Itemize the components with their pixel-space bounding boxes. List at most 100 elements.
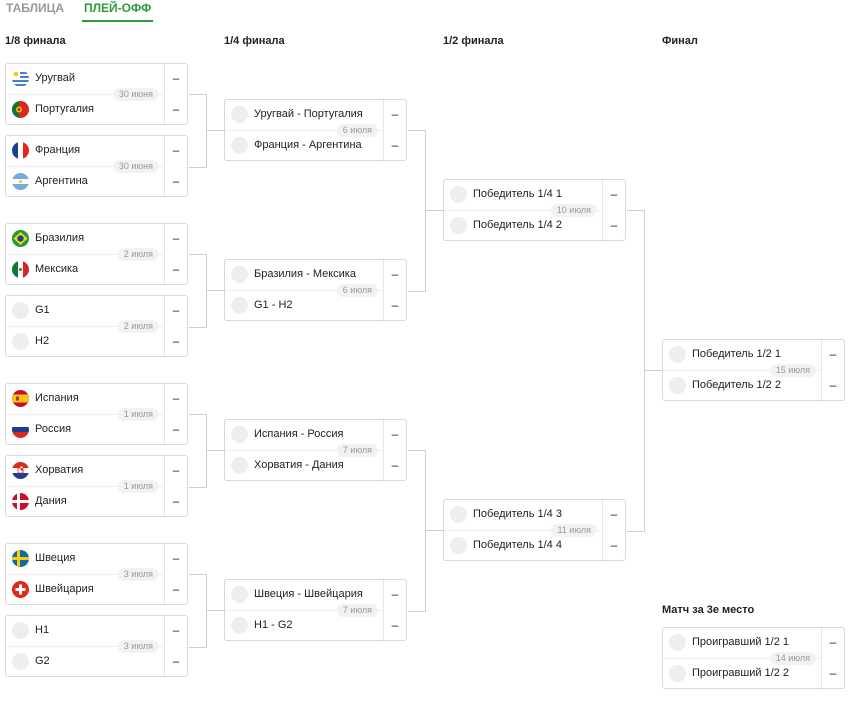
placeholder-icon: [231, 426, 248, 443]
placeholder-icon: [231, 266, 248, 283]
score: –: [164, 327, 187, 358]
third-place-title: Матч за 3е место: [662, 604, 755, 616]
team-row-away[interactable]: Хорватия - Дания –: [225, 451, 406, 482]
match-date: 11 июля: [551, 524, 597, 537]
team-row-home[interactable]: Испания - Россия –: [225, 420, 406, 451]
bracket-connector: [206, 290, 224, 291]
match-qf-3[interactable]: Испания - Россия – Хорватия - Дания – 7 …: [224, 419, 407, 482]
placeholder-icon: [231, 297, 248, 314]
team-row-home[interactable]: Швеция –: [6, 544, 187, 575]
match-divider: [444, 530, 603, 531]
match-r16-6[interactable]: Хорватия – Дания – 1 июля: [5, 455, 188, 518]
match-qf-2[interactable]: Бразилия - Мексика – G1 - H2 – 6 июля: [224, 259, 407, 322]
team-row-away[interactable]: Проигравший 1/2 2 –: [663, 659, 844, 690]
team-row-home[interactable]: H1 –: [6, 616, 187, 647]
round-title-r16: 1/8 финала: [5, 35, 66, 47]
match-date: 2 июля: [117, 320, 159, 333]
team-row-away[interactable]: Победитель 1/2 2 –: [663, 371, 844, 402]
team-row-away[interactable]: Победитель 1/4 2 –: [444, 211, 625, 242]
team-row-away[interactable]: Дания –: [6, 487, 187, 518]
team-row-away[interactable]: Швейцария –: [6, 575, 187, 606]
tab-table[interactable]: ТАБЛИЦА: [6, 1, 65, 15]
team-row-home[interactable]: Хорватия –: [6, 456, 187, 487]
team-row-away[interactable]: Победитель 1/4 4 –: [444, 531, 625, 562]
team-row-away[interactable]: Франция - Аргентина –: [225, 131, 406, 162]
match-date: 30 июня: [112, 160, 159, 173]
match-r16-8[interactable]: H1 – G2 – 3 июля: [5, 615, 188, 678]
team-row-home[interactable]: Уругвай - Португалия –: [225, 100, 406, 131]
team-row-home[interactable]: Проигравший 1/2 1 –: [663, 628, 844, 659]
tab-playoff[interactable]: ПЛЕЙ-ОФФ: [82, 0, 154, 22]
round-title-final: Финал: [662, 35, 698, 47]
score: –: [164, 415, 187, 446]
placeholder-icon: [12, 653, 29, 670]
flag-croatia-icon: [12, 462, 29, 479]
placeholder-icon: [669, 377, 686, 394]
match-sf-2[interactable]: Победитель 1/4 3 – Победитель 1/4 4 – 11…: [443, 499, 626, 562]
team-row-away[interactable]: G2 –: [6, 647, 187, 678]
team-name: Бразилия: [35, 232, 85, 244]
team-name: Уругвай - Португалия: [254, 108, 363, 120]
match-final[interactable]: Победитель 1/2 1 – Победитель 1/2 2 – 15…: [662, 339, 845, 402]
match-divider: [444, 210, 603, 211]
team-name: Победитель 1/4 3: [473, 508, 562, 520]
score: –: [821, 371, 844, 402]
match-r16-5[interactable]: Испания – Россия – 1 июля: [5, 383, 188, 446]
match-date: 3 июля: [117, 568, 159, 581]
team-row-home[interactable]: Победитель 1/2 1 –: [663, 340, 844, 371]
match-r16-3[interactable]: Бразилия – Мексика – 2 июля: [5, 223, 188, 286]
match-sf-1[interactable]: Победитель 1/4 1 – Победитель 1/4 2 – 10…: [443, 179, 626, 242]
round-title-qf: 1/4 финала: [224, 35, 285, 47]
team-name: Аргентина: [35, 175, 88, 187]
placeholder-icon: [450, 537, 467, 554]
match-date: 1 июля: [117, 480, 159, 493]
score: –: [164, 224, 187, 255]
match-r16-4[interactable]: G1 – H2 – 2 июля: [5, 295, 188, 358]
team-name: G2: [35, 655, 50, 667]
score: –: [821, 628, 844, 659]
team-row-away[interactable]: Аргентина –: [6, 167, 187, 198]
team-row-away[interactable]: Мексика –: [6, 255, 187, 286]
match-date: 6 июля: [336, 124, 378, 137]
placeholder-icon: [669, 665, 686, 682]
team-row-home[interactable]: Победитель 1/4 1 –: [444, 180, 625, 211]
match-third-place[interactable]: Проигравший 1/2 1 – Проигравший 1/2 2 – …: [662, 627, 845, 690]
team-row-away[interactable]: H1 - G2 –: [225, 611, 406, 642]
team-row-home[interactable]: Уругвай –: [6, 64, 187, 95]
team-name: G1: [35, 304, 50, 316]
team-name: Швейцария: [35, 583, 94, 595]
team-row-home[interactable]: Испания –: [6, 384, 187, 415]
score: –: [383, 580, 406, 611]
team-row-away[interactable]: H2 –: [6, 327, 187, 358]
match-qf-1[interactable]: Уругвай - Португалия – Франция - Аргенти…: [224, 99, 407, 162]
team-row-home[interactable]: Бразилия –: [6, 224, 187, 255]
team-row-home[interactable]: Бразилия - Мексика –: [225, 260, 406, 291]
team-row-home[interactable]: Франция –: [6, 136, 187, 167]
placeholder-icon: [231, 106, 248, 123]
flag-france-icon: [12, 142, 29, 159]
match-r16-2[interactable]: Франция – Аргентина – 30 июня: [5, 135, 188, 198]
team-row-away[interactable]: G1 - H2 –: [225, 291, 406, 322]
placeholder-icon: [12, 622, 29, 639]
match-r16-1[interactable]: Уругвай – Португалия – 30 июня: [5, 63, 188, 126]
bracket-connector: [425, 210, 443, 211]
bracket-connector: [189, 94, 207, 168]
team-row-away[interactable]: Португалия –: [6, 95, 187, 126]
team-name: Швеция: [35, 552, 76, 564]
placeholder-icon: [450, 217, 467, 234]
placeholder-icon: [231, 586, 248, 603]
match-r16-7[interactable]: Швеция – Швейцария – 3 июля: [5, 543, 188, 606]
match-divider: [6, 414, 165, 415]
flag-portugal-icon: [12, 101, 29, 118]
match-divider: [6, 254, 165, 255]
team-row-home[interactable]: G1 –: [6, 296, 187, 327]
team-name: G1 - H2: [254, 299, 293, 311]
team-row-home[interactable]: Швеция - Швейцария –: [225, 580, 406, 611]
match-date: 2 июля: [117, 248, 159, 261]
match-qf-4[interactable]: Швеция - Швейцария – H1 - G2 – 7 июля: [224, 579, 407, 642]
team-name: Португалия: [35, 103, 94, 115]
team-row-away[interactable]: Россия –: [6, 415, 187, 446]
team-row-home[interactable]: Победитель 1/4 3 –: [444, 500, 625, 531]
match-divider: [663, 370, 822, 371]
team-name: Швеция - Швейцария: [254, 588, 363, 600]
